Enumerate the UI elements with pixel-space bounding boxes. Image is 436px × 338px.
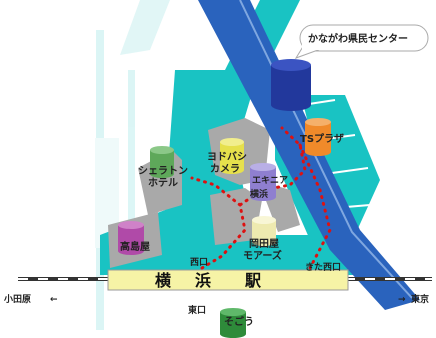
- takashimaya-cylinder[interactable]: [118, 221, 144, 255]
- station-name-yoko: 横: [155, 271, 172, 290]
- ekinia-label-line1: エキニア: [252, 175, 288, 186]
- ekinia-label-line2: 横浜: [250, 188, 268, 200]
- sogo-label: そごう: [224, 315, 254, 328]
- direction-odawara: 小田原: [3, 293, 31, 305]
- background-guides: [95, 0, 170, 330]
- direction-right-arrow: →: [398, 295, 406, 305]
- yokohama-station[interactable]: [107, 269, 349, 291]
- ts-plaza-label: TSプラザ: [300, 132, 344, 145]
- walking-route-west: [190, 176, 242, 207]
- yodobashi-label-line1: ヨドバシ: [207, 151, 247, 163]
- okadaya-cylinder[interactable]: [252, 216, 276, 246]
- station-name-eki: 駅: [244, 271, 262, 290]
- kanagawa-center-cylinder[interactable]: [271, 59, 311, 111]
- sogo-cylinder[interactable]: [220, 308, 246, 338]
- okadaya-label-line1: 岡田屋: [249, 238, 279, 250]
- exit-east-label: 東口: [188, 304, 206, 316]
- ts-plaza-cylinder[interactable]: [305, 118, 331, 156]
- walking-route-east: [298, 143, 332, 270]
- direction-tokyo: 東京: [411, 293, 429, 305]
- takashimaya-label: 高島屋: [120, 240, 150, 253]
- river: [198, 0, 420, 310]
- okadaya-label-line2: モアーズ: [243, 249, 282, 262]
- sheraton-label-line1: シェラトン: [138, 165, 188, 177]
- callout-text: かながわ県民センター: [308, 32, 408, 45]
- station-name-hama: 浜: [195, 271, 211, 290]
- exit-kita-west-label: きた西口: [305, 262, 341, 273]
- sheraton-cylinder[interactable]: [150, 146, 174, 178]
- exit-west-label: 西口: [190, 257, 208, 268]
- walking-route: [200, 126, 307, 270]
- yodobashi-label-line2: カメラ: [210, 163, 240, 175]
- sheraton-label-line2: ホテル: [148, 177, 178, 189]
- kanagawa-center-callout[interactable]: かながわ県民センター: [294, 24, 429, 59]
- direction-left-arrow: ←: [50, 295, 58, 305]
- ekinia-cylinder[interactable]: [250, 163, 276, 201]
- yodobashi-cylinder[interactable]: [220, 138, 244, 174]
